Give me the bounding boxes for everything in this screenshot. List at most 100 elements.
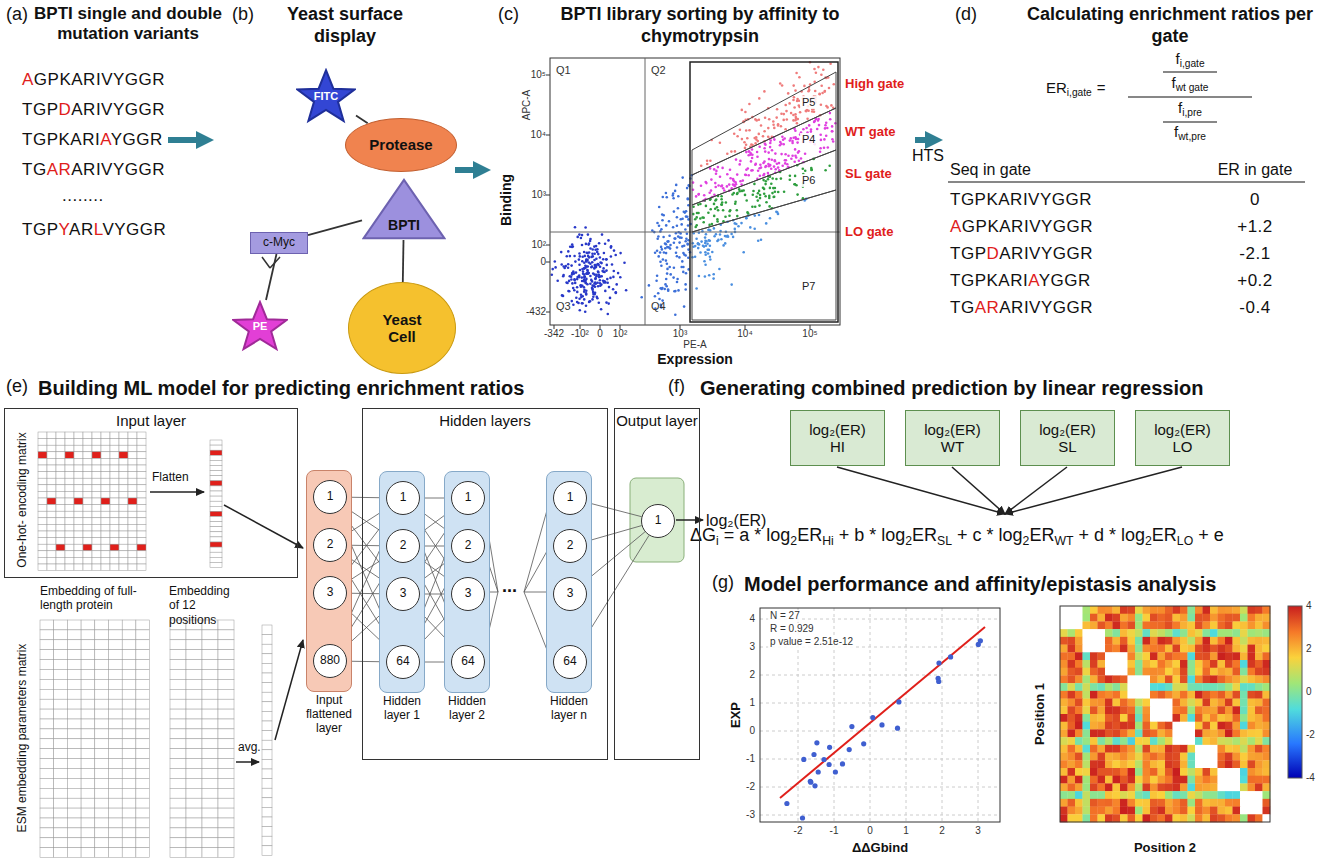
cell-dot <box>660 246 663 249</box>
matrix-cell <box>65 485 74 492</box>
heat-cell <box>1255 668 1263 676</box>
matrix-cell <box>122 739 136 749</box>
matrix-cell <box>38 485 47 492</box>
cell-dot <box>728 183 731 186</box>
matrix-cell <box>83 458 92 465</box>
cell-dot <box>795 72 798 75</box>
matrix-cell <box>119 478 128 485</box>
heat-cell <box>1240 637 1248 645</box>
matrix-cell <box>56 465 65 472</box>
cell-dot <box>700 240 703 243</box>
line <box>1005 467 1067 514</box>
matrix-cell <box>67 709 81 719</box>
cell-dot <box>551 268 554 271</box>
cell-dot <box>755 138 758 141</box>
heat-cell <box>1090 675 1098 683</box>
cell-dot <box>757 170 760 173</box>
line <box>150 491 204 493</box>
heat-cell <box>1150 629 1158 637</box>
heat-cell <box>1105 629 1113 637</box>
cell-dot <box>585 251 588 254</box>
matrix-cell <box>218 709 234 719</box>
matrix-cell <box>95 759 109 769</box>
matrix-cell <box>54 848 68 858</box>
matrix-cell <box>110 478 119 485</box>
matrix-cell <box>210 522 222 527</box>
heat-cell <box>1233 629 1241 637</box>
matrix-cell <box>65 472 74 479</box>
cell-dot <box>666 196 669 199</box>
grid-line <box>760 675 1000 676</box>
cell-dot <box>813 68 816 71</box>
matrix-cell <box>109 848 123 858</box>
polygon <box>692 190 836 320</box>
matrix-cell <box>122 670 136 680</box>
heat-cell <box>1113 683 1121 691</box>
cell-dot <box>815 72 818 75</box>
heat-cell <box>1210 645 1218 653</box>
matrix-cell <box>56 478 65 485</box>
cell-dot <box>828 87 831 90</box>
cell-dot <box>797 138 800 141</box>
matrix-cell <box>119 465 128 472</box>
cell-dot <box>678 241 681 244</box>
heat-cell <box>1233 621 1241 629</box>
matrix-cell <box>262 836 272 846</box>
matrix-cell <box>122 650 136 660</box>
matrix-cell <box>262 663 272 673</box>
matrix-cell <box>137 432 146 439</box>
cell-dot <box>581 244 584 247</box>
cell-dot <box>702 221 705 224</box>
cell-dot <box>753 183 756 186</box>
matrix-cell <box>65 445 74 452</box>
matrix-cell <box>136 759 150 769</box>
matrix-cell <box>95 828 109 838</box>
cell-dot <box>605 258 608 261</box>
heat-cell <box>1083 645 1091 653</box>
heat-cell <box>1113 660 1121 668</box>
matrix-cell <box>95 818 109 828</box>
heat-cell <box>1068 652 1076 660</box>
heat-cell <box>1233 683 1241 691</box>
matrix-cell <box>202 640 218 650</box>
matrix-cell <box>210 532 222 537</box>
matrix-cell <box>122 679 136 689</box>
heat-cell <box>1173 637 1181 645</box>
heat-cell <box>1255 614 1263 622</box>
matrix-cell <box>47 452 56 459</box>
cell-dot <box>574 226 577 229</box>
cell-dot <box>590 256 593 259</box>
cell-dot <box>706 160 709 163</box>
cell-dot <box>786 118 789 121</box>
data-point <box>976 642 981 647</box>
cell-dot <box>780 125 783 128</box>
cell-dot <box>764 117 767 120</box>
cell-dot <box>802 128 805 131</box>
matrix-cell <box>101 465 110 472</box>
cell-dot <box>712 277 715 280</box>
heat-cell <box>1195 691 1203 699</box>
matrix-cell <box>128 531 137 538</box>
cell-dot <box>707 229 710 232</box>
matrix-cell <box>128 551 137 558</box>
cell-dot <box>752 193 755 196</box>
heat-cell <box>1068 660 1076 668</box>
grid-line <box>760 731 1000 732</box>
matrix-cell <box>137 505 146 512</box>
cell-dot <box>771 158 774 161</box>
matrix-cell <box>40 769 54 779</box>
heat-cell <box>1218 668 1226 676</box>
matrix-cell <box>136 689 150 699</box>
matrix-cell <box>202 719 218 729</box>
cell-dot <box>581 295 584 298</box>
heat-cell <box>1060 614 1068 622</box>
cell-dot <box>791 154 794 157</box>
matrix-cell <box>67 670 81 680</box>
heat-cell <box>1173 668 1181 676</box>
matrix-cell <box>262 769 272 779</box>
matrix-cell <box>122 808 136 818</box>
cell-dot <box>783 191 786 194</box>
cell-dot <box>769 217 772 220</box>
matrix-cell <box>38 439 47 446</box>
matrix-cell <box>110 557 119 564</box>
